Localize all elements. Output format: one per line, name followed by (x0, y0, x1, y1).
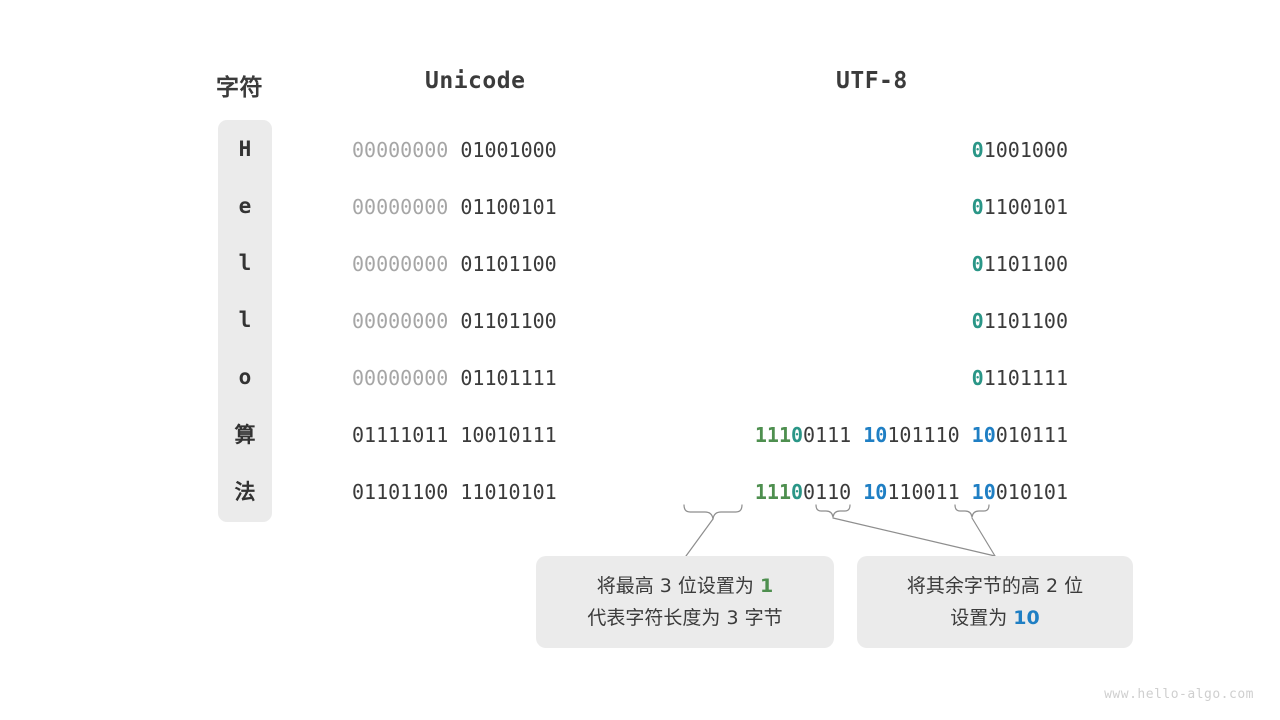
utf8-bit-group-teal: 0 (971, 138, 984, 162)
utf8-bit-group-teal: 0 (971, 252, 984, 276)
char-cell: e (238, 193, 252, 218)
utf8-binary: 01001000 (972, 138, 1068, 162)
leader-line-left (685, 518, 714, 557)
unicode-low-bytes: 01101100 (460, 309, 557, 333)
utf8-binary: 11100111 10101110 10010111 (755, 423, 1068, 447)
callout-left-line-1: 将最高 3 位设置为 1 (597, 570, 773, 602)
callout-right-accent: 10 (1013, 607, 1040, 629)
callout-right-line-1: 将其余字节的高 2 位 (906, 575, 1084, 597)
utf8-bit-group-plain: 010111 (995, 423, 1068, 447)
unicode-low-bytes: 01111011 10010111 (352, 423, 557, 447)
utf8-bit-group-blue: 10 (971, 480, 996, 504)
column-header-utf8: UTF-8 (836, 68, 908, 94)
unicode-low-bytes: 01101100 11010101 (352, 480, 557, 504)
utf8-bit-group-plain: 1101111 (983, 366, 1068, 390)
char-cell: o (238, 364, 252, 389)
utf8-bit-group-blue: 10 (863, 423, 888, 447)
utf8-bit-group-plain: 110011 (887, 480, 972, 504)
unicode-binary: 00000000 01101100 (352, 309, 557, 333)
callout-left-accent: 1 (759, 575, 774, 597)
utf8-binary: 11100110 10110011 10010101 (755, 480, 1068, 504)
unicode-high-byte: 00000000 (352, 252, 461, 276)
utf8-bit-group-plain: 1101100 (983, 309, 1068, 333)
unicode-binary: 00000000 01101111 (352, 366, 557, 390)
char-cell: l (238, 307, 252, 332)
leader-line-right-b (971, 517, 996, 557)
unicode-low-bytes: 01100101 (460, 195, 557, 219)
watermark: www.hello-algo.com (1104, 687, 1254, 702)
utf8-binary: 01101111 (972, 366, 1068, 390)
unicode-binary: 00000000 01001000 (352, 138, 557, 162)
callout-right-line-2: 设置为 10 (950, 602, 1040, 634)
unicode-low-bytes: 01101111 (460, 366, 557, 390)
utf8-bit-group-plain: 101110 (887, 423, 972, 447)
utf8-bit-group-green: 111 (754, 423, 791, 447)
char-cell: l (238, 250, 252, 275)
column-header-unicode: Unicode (425, 68, 526, 94)
unicode-high-byte: 00000000 (352, 138, 461, 162)
unicode-low-bytes: 01001000 (460, 138, 557, 162)
utf8-bit-group-blue: 10 (971, 423, 996, 447)
unicode-high-byte: 00000000 (352, 195, 461, 219)
utf8-bit-group-teal: 0 (971, 309, 984, 333)
leader-line-right-a (832, 517, 996, 557)
utf8-binary: 01101100 (972, 309, 1068, 333)
utf8-binary: 01100101 (972, 195, 1068, 219)
brace-continuation-2 (954, 504, 990, 518)
unicode-binary: 00000000 01101100 (352, 252, 557, 276)
utf8-bit-group-teal: 0 (971, 195, 984, 219)
utf8-bit-group-plain: 1100101 (983, 195, 1068, 219)
brace-length-bits (683, 504, 743, 520)
unicode-low-bytes: 01101100 (460, 252, 557, 276)
callout-right-text-a: 设置为 (950, 607, 1014, 629)
unicode-binary: 00000000 01100101 (352, 195, 557, 219)
utf8-bit-group-plain: 1001000 (983, 138, 1068, 162)
unicode-high-byte: 00000000 (352, 309, 461, 333)
utf8-bit-group-plain: 0110 (803, 480, 864, 504)
utf8-bit-group-plain: 0111 (803, 423, 864, 447)
utf8-bit-group-plain: 010101 (995, 480, 1068, 504)
unicode-binary: 01111011 10010111 (352, 423, 557, 447)
utf8-bit-group-teal: 0 (971, 366, 984, 390)
char-cell: H (238, 136, 252, 161)
utf8-bit-group-blue: 10 (863, 480, 888, 504)
utf8-bit-group-green: 111 (754, 480, 791, 504)
utf8-bit-group-teal: 0 (791, 480, 804, 504)
utf8-bit-group-plain: 1101100 (983, 252, 1068, 276)
char-cell: 法 (234, 479, 256, 504)
utf8-bit-group-teal: 0 (791, 423, 804, 447)
unicode-high-byte: 00000000 (352, 366, 461, 390)
column-header-char: 字符 (216, 75, 263, 101)
char-cell: 算 (234, 422, 256, 447)
utf8-binary: 01101100 (972, 252, 1068, 276)
callout-continuation-bits: 将其余字节的高 2 位 设置为 10 (857, 556, 1133, 648)
unicode-binary: 01101100 11010101 (352, 480, 557, 504)
callout-left-line-2: 代表字符长度为 3 字节 (587, 607, 783, 629)
callout-length-bits: 将最高 3 位设置为 1 代表字符长度为 3 字节 (536, 556, 834, 648)
callout-left-text-a: 将最高 3 位设置为 (596, 575, 760, 597)
brace-continuation-1 (815, 504, 851, 518)
